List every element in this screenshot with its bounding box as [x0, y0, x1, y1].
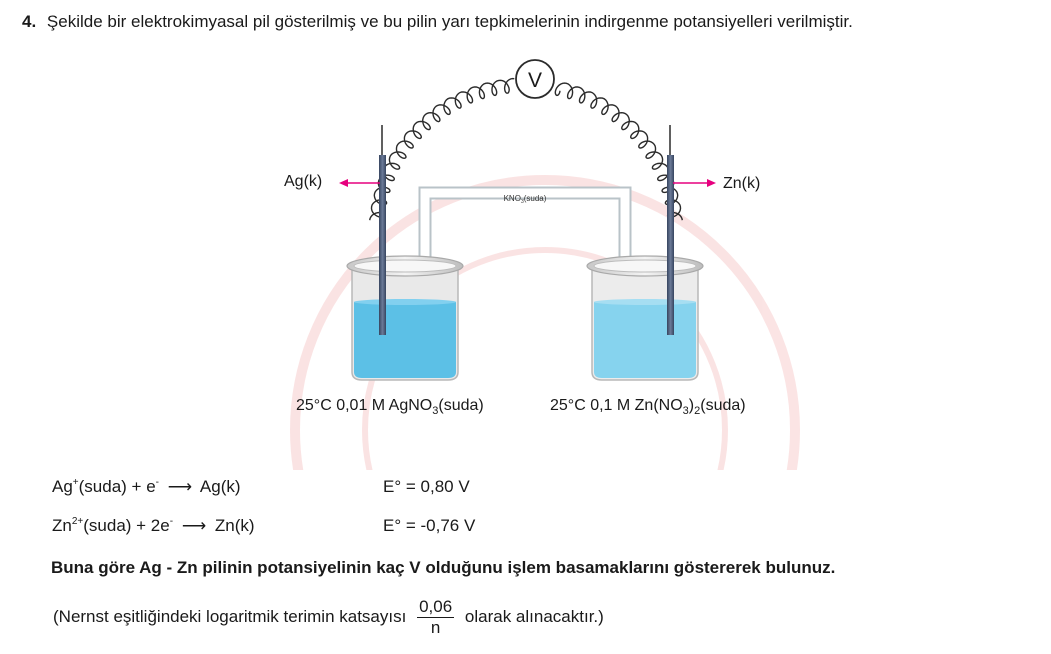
left-solution-label: 25°C 0,01 M AgNO3(suda) [296, 397, 484, 417]
electrochemical-cell-figure: V KNO3(suda) [290, 59, 800, 470]
left-arrow-icon [339, 179, 380, 187]
reaction-arrow-icon: ⟶ [167, 477, 193, 496]
salt-bridge-label: KNO3(suda) [504, 194, 547, 205]
question-prompt: Buna göre Ag - Zn pilinin potansiyelinin… [51, 558, 836, 577]
potential-silver: E° = 0,80 V [383, 477, 470, 496]
question-intro-text: Şekilde bir elektrokimyasal pil gösteril… [46, 12, 853, 31]
zinc-electrode [667, 155, 674, 335]
voltmeter-icon: V [515, 59, 555, 99]
coefficient-fraction: 0,06 n [417, 597, 455, 637]
zinc-electrode-label: Zn(k) [723, 175, 761, 192]
silver-electrode-label: Ag(k) [284, 173, 323, 190]
silver-electrode [379, 155, 386, 335]
left-beaker [346, 255, 464, 381]
potential-zinc: E° = -0,76 V [383, 516, 476, 535]
nernst-note: (Nernst eşitliğindeki logaritmik terimin… [53, 597, 604, 637]
half-reaction-zinc: Zn2+(suda) + 2e- ⟶ Zn(k) [52, 516, 255, 535]
watermark-seal [290, 175, 800, 470]
right-arrow-icon [673, 179, 716, 187]
reaction-arrow-icon: ⟶ [181, 516, 207, 535]
question-intro: 4. Şekilde bir elektrokimyasal pil göste… [22, 12, 853, 32]
half-reaction-silver: Ag+(suda) + e- ⟶ Ag(k) [52, 477, 241, 496]
right-beaker [586, 255, 704, 381]
right-solution-label: 25°C 0,1 M Zn(NO3)2(suda) [550, 397, 746, 417]
left-solution [354, 302, 456, 378]
svg-text:V: V [528, 69, 542, 92]
right-solution [594, 302, 696, 378]
question-number: 4. [22, 12, 37, 31]
